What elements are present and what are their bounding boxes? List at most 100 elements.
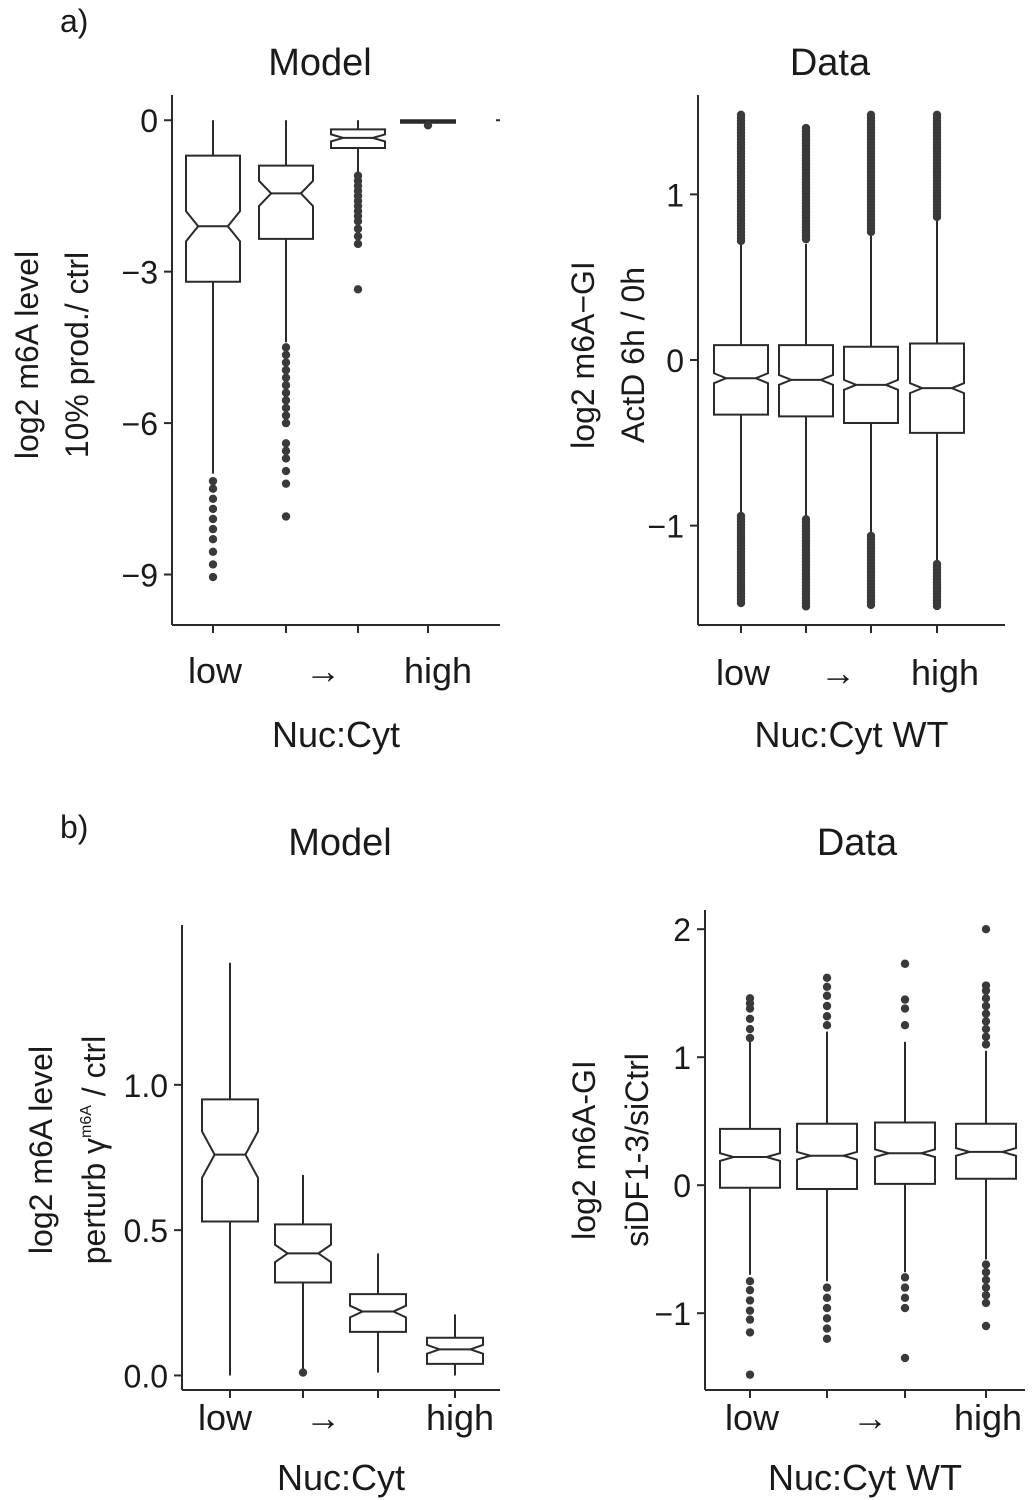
outlier-point (801, 234, 811, 244)
outlier-point (353, 224, 363, 233)
outlier-point (281, 403, 291, 413)
outlier-point (353, 239, 363, 249)
outlier-point (736, 236, 746, 246)
outlier-point (866, 600, 876, 610)
outlier-point (900, 995, 910, 1004)
box-body (185, 154, 241, 283)
outlier-point (745, 1370, 755, 1379)
outlier-point (981, 981, 991, 990)
y-axis-label-line: ActD 6h / 0h (615, 267, 651, 443)
x-tick-label-high: high (426, 1397, 494, 1438)
outlier-point (353, 285, 363, 294)
y-tick-label: −9 (122, 558, 158, 594)
y-axis-label-text: siDF1-3/siCtrl (619, 1053, 655, 1247)
outlier-point (981, 1009, 991, 1018)
outlier-point (281, 358, 291, 367)
outlier-point (281, 373, 291, 382)
x-tick-label-low: low (198, 1397, 253, 1438)
outlier-point (900, 959, 910, 968)
outlier-point (900, 1020, 910, 1030)
box-series-4 (909, 110, 965, 611)
box-body (201, 1098, 259, 1223)
outlier-point (981, 1283, 991, 1292)
y-axis-label-line: perturb γm6A / ctrl (76, 1036, 112, 1265)
outlier-point (900, 1353, 910, 1363)
chart-title: Data (817, 822, 898, 864)
box-series-3 (843, 110, 899, 610)
outlier-point (353, 216, 363, 226)
y-tick-label: −3 (122, 255, 158, 291)
outlier-point (208, 547, 218, 557)
outlier-point (208, 484, 218, 493)
y-axis-label-line: log2 m6A-GI (566, 1060, 602, 1240)
outlier-point (822, 1001, 832, 1011)
box-series-2 (796, 973, 858, 1344)
x-tick-label-low: low (725, 1397, 780, 1438)
chart-title: Model (268, 42, 372, 84)
y-tick-label: 1 (673, 1040, 691, 1076)
outlier-point (745, 1014, 755, 1023)
outlier-point (900, 1273, 910, 1282)
outlier-point (745, 1315, 755, 1324)
outlier-point (822, 1283, 832, 1292)
outlier-point (281, 381, 291, 390)
y-axis-label-text: perturb γ (76, 1138, 112, 1264)
y-axis-label-text: 10% prod./ ctrl (59, 252, 95, 458)
outlier-point (208, 514, 218, 524)
outlier-point (208, 534, 218, 544)
outlier-point (981, 1321, 991, 1331)
box-body (719, 1127, 781, 1189)
box-series-2 (274, 1174, 332, 1377)
chart-title: Data (790, 42, 871, 84)
y-tick-label: 2 (673, 912, 691, 948)
y-tick-label: 0 (140, 103, 158, 139)
y-axis-label-line: log2 m6A level (9, 251, 45, 459)
outlier-point (900, 1004, 910, 1013)
outlier-point (745, 1277, 755, 1286)
outlier-point (298, 1368, 308, 1377)
y-axis-label-text: log2 m6A−GI (565, 261, 601, 449)
outlier-point (281, 411, 291, 420)
box-series-3 (874, 959, 936, 1363)
outlier-point (822, 1012, 832, 1021)
outlier-point (822, 1324, 832, 1333)
y-axis-label-tail: / ctrl (76, 1036, 112, 1105)
outlier-point (281, 343, 291, 352)
x-tick-label-high: high (954, 1397, 1022, 1438)
outlier-point (208, 504, 218, 514)
box-series-4 (426, 1314, 484, 1376)
y-axis-label-line: log2 m6A level (23, 1046, 59, 1254)
box-series-2 (258, 120, 314, 521)
outlier-point (208, 494, 218, 504)
outlier-point (822, 982, 832, 991)
box-series-4 (400, 119, 456, 130)
outlier-point (208, 524, 218, 534)
y-axis-label-line: log2 m6A−GI (565, 261, 601, 449)
x-tick-label-low: low (716, 652, 771, 693)
x-tick-label-arrow: → (852, 1397, 888, 1438)
box-body (713, 344, 769, 416)
outlier-point (281, 466, 291, 476)
outlier-point (981, 1268, 991, 1277)
outlier-point (900, 1283, 910, 1292)
outlier-point (745, 1033, 755, 1043)
y-tick-label: 1 (666, 177, 684, 213)
box-series-3 (349, 1253, 407, 1373)
outlier-point (900, 1293, 910, 1303)
y-tick-label: 0 (673, 1168, 691, 1204)
outlier-point (736, 598, 746, 608)
outlier-point (281, 446, 291, 456)
outlier-point (822, 1293, 832, 1303)
outlier-point (981, 1275, 991, 1285)
box-series-1 (713, 110, 769, 608)
outlier-point (281, 418, 291, 428)
box-body (426, 1336, 484, 1365)
outlier-point (822, 973, 832, 983)
outlier-point (801, 602, 811, 611)
outlier-point (981, 1032, 991, 1041)
y-axis-label-line: siDF1-3/siCtrl (619, 1053, 655, 1247)
box-series-1 (719, 994, 781, 1379)
chart-title: Model (288, 822, 392, 864)
outlier-point (423, 121, 433, 130)
